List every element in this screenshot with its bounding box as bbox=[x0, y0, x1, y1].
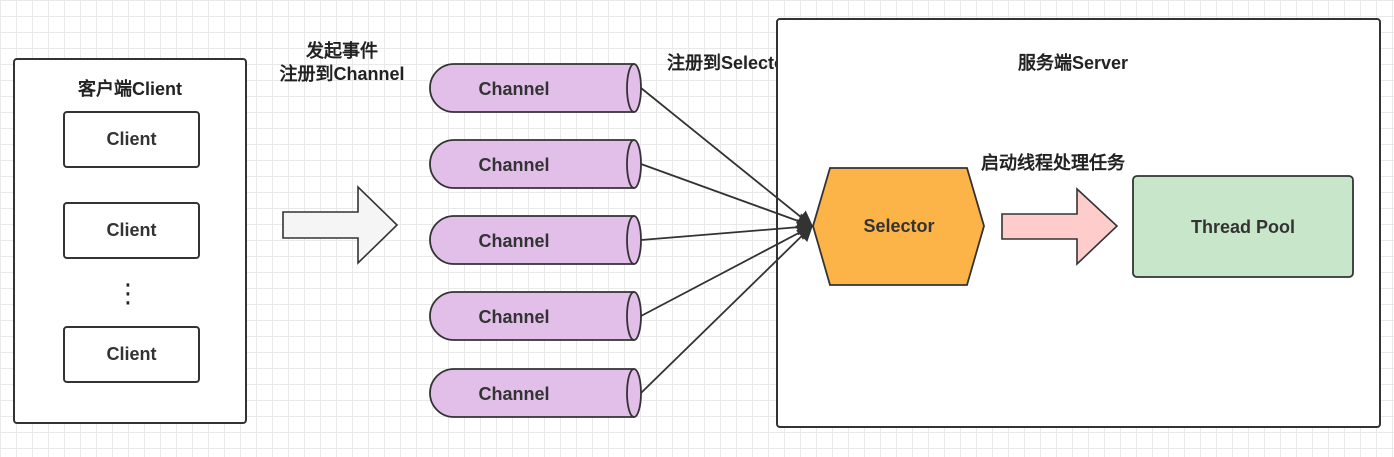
channel-end-cap bbox=[626, 368, 635, 418]
thread-pool-node bbox=[1132, 175, 1354, 278]
channel-end-cap bbox=[626, 63, 635, 113]
client-box: Client bbox=[63, 111, 200, 168]
channel-to-selector-connector bbox=[640, 163, 814, 229]
selector-label: Selector bbox=[863, 216, 934, 236]
event-label-line2: 注册到Channel bbox=[279, 64, 405, 84]
channel-to-selector-connector bbox=[640, 87, 814, 228]
channel-to-selector-connector bbox=[640, 225, 814, 317]
channel-end-cap bbox=[626, 215, 635, 265]
event-label-line1: 发起事件 bbox=[306, 41, 378, 61]
channel-label: Channel bbox=[478, 384, 549, 404]
event-arrow bbox=[282, 185, 399, 265]
channel-end-cap bbox=[626, 139, 635, 189]
channel-to-selector-connector bbox=[640, 224, 814, 394]
dispatch-arrow bbox=[1001, 187, 1119, 266]
client-panel-title: 客户端Client bbox=[77, 79, 182, 99]
channel-label: Channel bbox=[478, 155, 549, 175]
register-label: 注册到Selector上 bbox=[667, 53, 811, 73]
client-ellipsis: ⋮ bbox=[115, 278, 141, 308]
channel-label: Channel bbox=[478, 231, 549, 251]
client-box: Client bbox=[63, 326, 200, 383]
server-panel-title: 服务端Server bbox=[1017, 53, 1129, 73]
channel-end-cap bbox=[626, 291, 635, 341]
thread-pool-label: Thread Pool bbox=[1191, 217, 1295, 237]
channel-label: Channel bbox=[478, 307, 549, 327]
selector-node bbox=[812, 167, 985, 286]
dispatch-label: 启动线程处理任务 bbox=[981, 153, 1125, 173]
channel-to-selector-connector bbox=[640, 219, 814, 241]
client-box: Client bbox=[63, 202, 200, 259]
channel-label: Channel bbox=[478, 79, 549, 99]
